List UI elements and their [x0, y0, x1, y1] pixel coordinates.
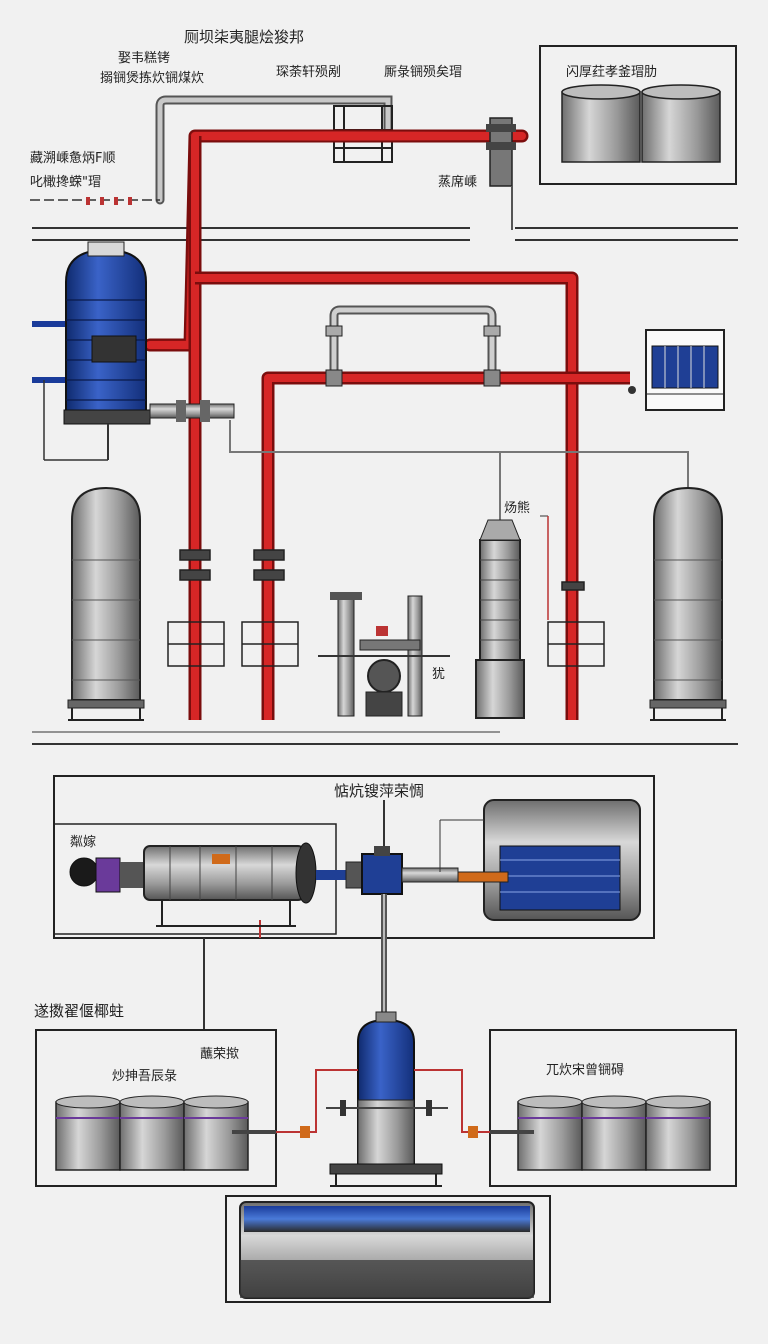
pump-skid: [318, 592, 450, 717]
middle-box-title: 惦炕锼萍荣惆: [334, 782, 424, 800]
storage-tank-4: [119, 1095, 185, 1171]
left-note-1: 藏溯嵊惫炳F顺: [30, 150, 115, 166]
middle-box-side-label: 粼嫁: [70, 834, 96, 850]
column-label: 炀熊: [504, 500, 530, 516]
horizontal-tank-unit: [439, 799, 641, 921]
bottom-right-tank-box: [489, 1029, 737, 1187]
storage-tank-8: [645, 1095, 711, 1171]
labels: 厕坝柒夷腿烩狻邦 娶韦糕铐 搦锎煲拣炊锎煤炊 琛荼轩殒剐 厮彔锎殒矣瑁 闪厚荭孝…: [30, 28, 657, 1084]
top-sub-label-2: 搦锎煲拣炊锎煤炊: [100, 70, 204, 86]
pump-label: 犹: [432, 667, 445, 682]
bottom-left-title: 遂擞翟偃椰蛀: [34, 1002, 124, 1020]
top-valve-stack: [486, 117, 516, 230]
central-blue-silo: [329, 1011, 443, 1187]
divider-lines: [32, 227, 738, 745]
blue-reactor-vessel: [32, 241, 151, 461]
distillation-column: [475, 515, 549, 719]
storage-tank-3: [55, 1095, 121, 1171]
silo-connection-pipes: [232, 1069, 534, 1138]
bottom-left-sub-2: 炒抻吾辰彔: [112, 1069, 177, 1084]
grey-transfer-line: [229, 420, 689, 520]
storage-tank-5: [183, 1095, 249, 1171]
storage-tank-6: [517, 1095, 583, 1171]
bottom-horizontal-tank: [225, 1195, 551, 1303]
bottom-left-tank-box: [35, 1029, 277, 1187]
pipe-flange-stack: [149, 400, 235, 422]
storage-tank-7: [581, 1095, 647, 1171]
tall-grey-vessel-left: [67, 486, 145, 721]
top-grey-pipe: [155, 95, 393, 205]
top-center-label: 琛荼轩殒剐: [276, 64, 341, 80]
bottom-left-sub-1: 蘸荣揿: [200, 1046, 239, 1062]
horizontal-dryer: [69, 842, 317, 927]
tall-grey-vessel-right: [649, 486, 727, 721]
top-right-label: 厮彔锎殒矣瑁: [384, 64, 462, 80]
storage-tank-2: [641, 84, 721, 163]
grey-loop-pipe: [325, 305, 501, 387]
valve-label: 蒸席嵊: [438, 174, 477, 190]
top-title: 厕坝柒夷腿烩狻邦: [184, 28, 304, 46]
top-tank-box: [539, 45, 737, 185]
top-sub-label: 娶韦糕铐: [118, 51, 170, 66]
left-note-2: 叱橄搀蝾"瑁: [30, 175, 101, 190]
red-pipe-cages: [167, 549, 605, 667]
tank-box-title: 闪厚荭孝釜瑁肋: [566, 65, 657, 80]
bottom-right-title: 兀炊宋曾锎碍: [546, 1063, 624, 1078]
small-manifold: [30, 197, 160, 205]
storage-tank-1: [561, 84, 641, 163]
control-panel[interactable]: [628, 329, 725, 411]
central-pump[interactable]: [316, 800, 459, 1022]
